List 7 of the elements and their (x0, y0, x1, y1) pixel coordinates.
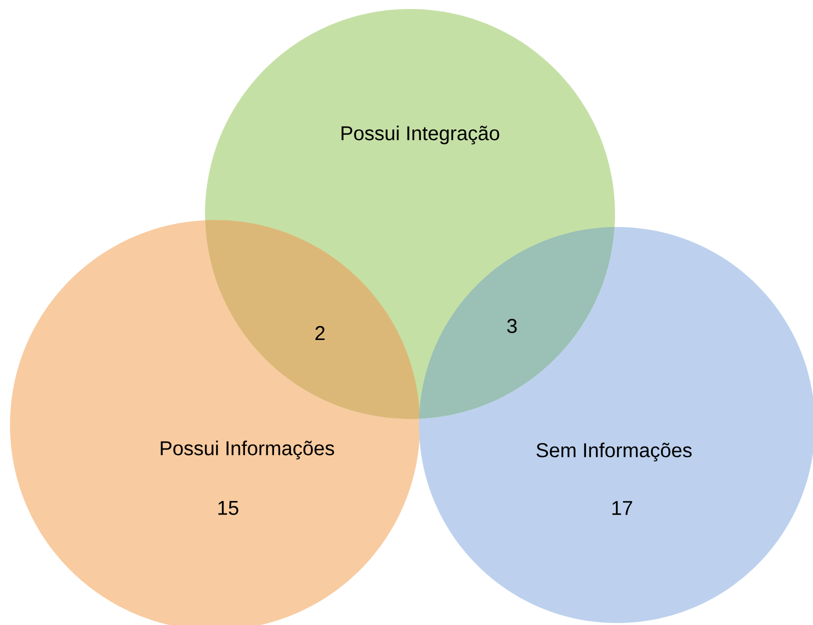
circle-title: Sem Informações (536, 442, 692, 462)
count-number: 17 (612, 501, 632, 515)
count-number: 15 (218, 501, 238, 515)
circle-title: Possui Informações (160, 440, 334, 460)
circle-title: Possui Integração (342, 126, 500, 144)
count-number: 3 (507, 318, 517, 334)
count-number: 2 (315, 326, 325, 340)
